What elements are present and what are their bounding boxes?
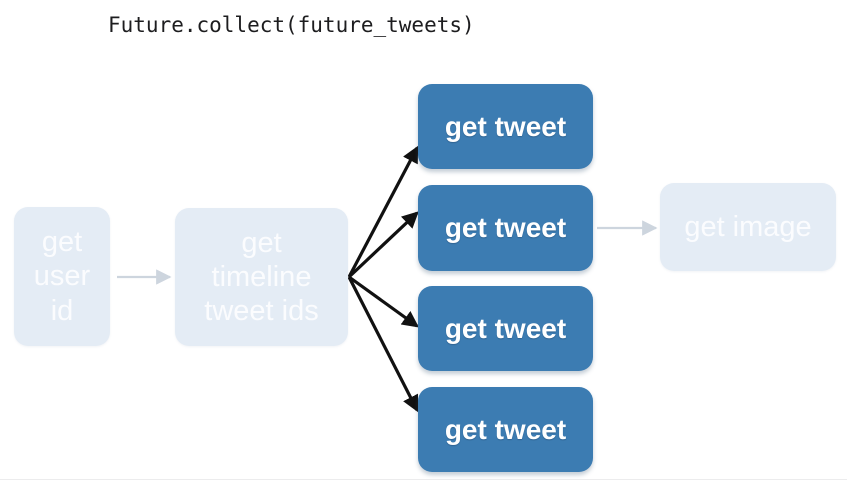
node-get-user-id[interactable]: get user id xyxy=(14,207,110,346)
edge-timeline-to-tweet-3 xyxy=(348,275,420,328)
node-get-tweet-2[interactable]: get tweet xyxy=(418,185,593,271)
node-label: get image xyxy=(684,210,812,243)
node-label: get timeline tweet ids xyxy=(204,226,319,328)
node-get-tweet-1[interactable]: get tweet xyxy=(418,84,593,169)
node-get-tweet-4[interactable]: get tweet xyxy=(418,387,593,472)
node-get-timeline-tweet-ids[interactable]: get timeline tweet ids xyxy=(175,208,348,346)
node-label: get tweet xyxy=(444,212,567,244)
node-label: get tweet xyxy=(444,312,567,344)
node-label: get tweet xyxy=(444,413,567,445)
edge-timeline-to-tweet-2 xyxy=(347,211,419,279)
slide-bottom-divider xyxy=(0,479,847,480)
node-label: get tweet xyxy=(444,110,567,142)
edge-timeline-to-tweet-4 xyxy=(347,276,419,413)
edge-timeline-to-tweet-1 xyxy=(347,145,419,278)
node-get-image[interactable]: get image xyxy=(660,183,836,271)
node-get-tweet-3[interactable]: get tweet xyxy=(418,286,593,371)
slide-title: Future.collect(future_tweets) xyxy=(108,13,475,37)
node-label: get user id xyxy=(33,226,91,327)
